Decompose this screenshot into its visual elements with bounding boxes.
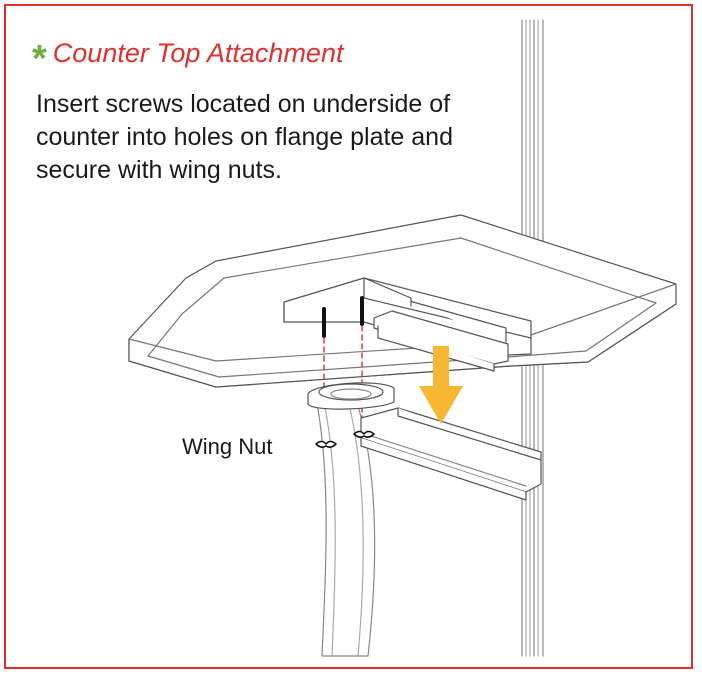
- instruction-text: Insert screws located on underside of co…: [36, 90, 453, 184]
- counter-screws: [322, 296, 364, 338]
- counter-assembly-illustration: [128, 19, 677, 657]
- down-arrow-icon: [419, 346, 463, 424]
- support-beam: [360, 407, 542, 501]
- asterisk-icon: *: [32, 38, 47, 80]
- page-title: Counter Top Attachment: [52, 37, 344, 68]
- wing-nut-callout: Wing Nut: [182, 434, 273, 459]
- flange-plate: [307, 382, 395, 410]
- pedestal-leg: [315, 397, 376, 657]
- instruction-panel: * Counter Top Attachment Insert screws l…: [4, 4, 693, 669]
- title-row: * Counter Top Attachment: [32, 34, 344, 79]
- wing-nuts: [315, 430, 375, 448]
